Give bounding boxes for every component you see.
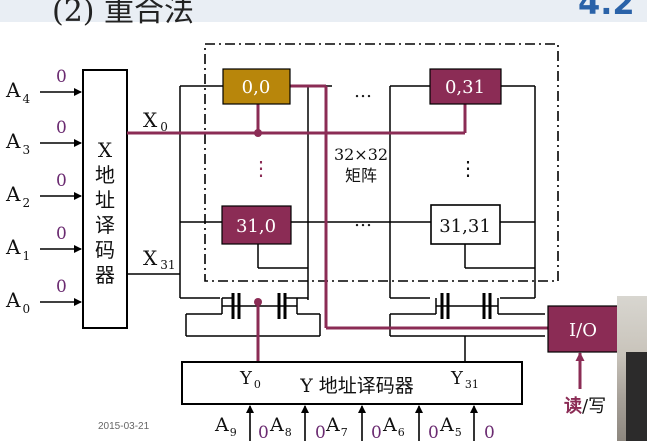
- address-input-label: A4: [5, 78, 30, 106]
- x-decoder-label: X 地 址 译 码 器: [95, 138, 115, 287]
- cell-label: 0,0: [242, 77, 271, 98]
- address-input-a9: A9 0: [214, 406, 269, 441]
- address-input-a6: A6 0: [382, 406, 439, 441]
- junction-dot: [254, 129, 262, 137]
- io-box: I/O: [548, 306, 618, 352]
- address-input-value: 0: [56, 277, 67, 297]
- x-decoder-char: 地: [95, 163, 115, 187]
- selected-path: [127, 86, 580, 389]
- y-address-inputs: A9 0 A8 0 A7 0 A6 0 A5 0: [214, 406, 495, 441]
- io-label: I/O: [569, 320, 597, 341]
- presenter-figure: [626, 352, 647, 441]
- address-input-value: 0: [371, 423, 382, 441]
- y-decoder: Y 地址译码器 Y0 Y31: [182, 362, 522, 404]
- address-input-label: A7: [325, 414, 348, 439]
- column-transistor-left: [222, 293, 308, 319]
- x-decoder-char: 码: [95, 238, 115, 262]
- address-input-a4: A4 0: [5, 67, 81, 106]
- address-input-label: A6: [382, 414, 405, 439]
- memory-cell-0-31: 0,31: [430, 69, 501, 104]
- address-input-label: A5: [439, 414, 462, 439]
- y-decoder-label: Y 地址译码器: [299, 375, 414, 397]
- address-input-a1: A1 0: [5, 224, 81, 263]
- cell-label: 31,0: [236, 216, 276, 237]
- address-input-label: A9: [214, 414, 237, 439]
- address-input-value: 0: [56, 171, 67, 191]
- address-input-label: A8: [269, 414, 292, 439]
- memory-cell-0-0: 0,0: [223, 69, 290, 104]
- x-decoder-char: 译: [95, 213, 115, 237]
- memory-cell-31-31: 31,31: [431, 205, 500, 244]
- read-write-label: 读/写: [564, 395, 606, 417]
- address-input-label: A0: [5, 288, 30, 316]
- cell-label: 0,31: [445, 77, 485, 98]
- address-input-label: A3: [5, 129, 30, 157]
- address-input-a0: A0 0: [5, 277, 81, 316]
- x31-label: X31: [143, 246, 176, 272]
- slide-date: 2015-03-21: [98, 421, 149, 432]
- address-input-label: A1: [5, 235, 30, 263]
- memory-cell-31-0: 31,0: [222, 206, 291, 244]
- vertical-ellipsis: ⋮: [251, 156, 271, 180]
- address-input-value: 0: [258, 423, 269, 441]
- cell-label: 31,31: [439, 216, 491, 237]
- address-input-value: 0: [315, 423, 326, 441]
- address-input-a3: A3 0: [5, 118, 81, 157]
- address-input-a7: A7 0: [325, 406, 382, 441]
- address-input-value: 0: [56, 67, 67, 87]
- horizontal-ellipsis: …: [354, 81, 372, 102]
- x-decoder-char: 器: [95, 263, 115, 287]
- address-input-value: 0: [428, 423, 439, 441]
- x-decoder-char: 址: [95, 188, 115, 212]
- address-input-value: 0: [56, 224, 67, 244]
- vertical-ellipsis: ⋮: [458, 156, 478, 180]
- address-input-a2: A2 0: [5, 171, 81, 210]
- x-decoder-char: X: [98, 138, 113, 162]
- x0-label: X0: [143, 108, 168, 134]
- horizontal-ellipsis: …: [354, 210, 372, 231]
- address-input-a5: A5 0: [439, 406, 495, 441]
- matrix-size-label: 32×32: [334, 145, 388, 164]
- address-input-label: A2: [5, 182, 30, 210]
- address-input-value: 0: [56, 118, 67, 138]
- matrix-type-label: 矩阵: [345, 166, 377, 185]
- junction-dot: [254, 298, 262, 306]
- address-input-value: 0: [484, 423, 495, 441]
- address-input-a8: A8 0: [269, 406, 326, 441]
- column-transistor-right: [436, 293, 498, 319]
- x-address-inputs: A4 0 A3 0 A2 0 A1 0 A0 0: [5, 67, 81, 316]
